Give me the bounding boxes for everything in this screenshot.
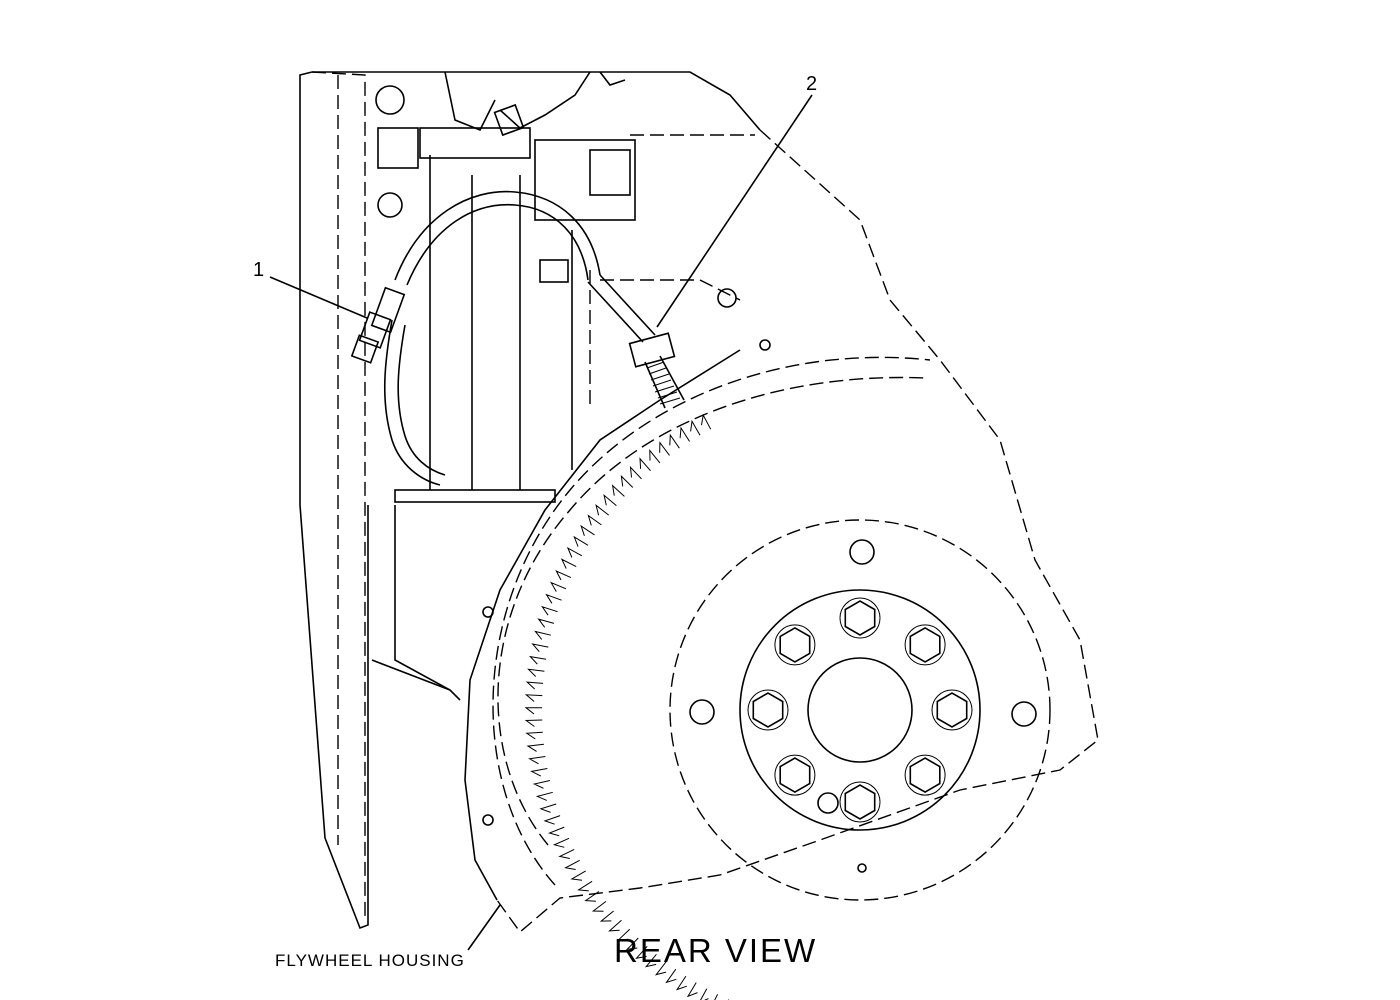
- flywheel-bolt-washer: [931, 689, 973, 731]
- engine-side-panel: [299, 71, 761, 930]
- sensor-cable-harness: [383, 190, 656, 486]
- flywheel-bolts: [747, 597, 973, 823]
- view-title: REAR VIEW: [614, 932, 818, 969]
- callout-label-1: 1: [253, 259, 265, 281]
- flywheel-bolt: [752, 692, 784, 728]
- flywheel-bolt-washer: [774, 754, 816, 796]
- flywheel-bolt: [844, 600, 876, 636]
- flywheel-housing-label: FLYWHEEL HOUSING: [275, 951, 465, 970]
- flywheel-bolt-washer: [904, 754, 946, 796]
- ring-gear-teeth: [524, 413, 730, 1000]
- sensor-item-2: [628, 332, 685, 409]
- flywheel-bolt-washer: [747, 689, 789, 731]
- engine-block: [371, 155, 741, 701]
- flywheel-bolt: [779, 626, 811, 663]
- leader-lines: [269, 94, 813, 951]
- connector-item-1: [350, 286, 406, 364]
- flywheel-bolt: [936, 692, 968, 728]
- flywheel-housing-outline: [464, 129, 1099, 934]
- flywheel-bolt-washer: [774, 624, 816, 666]
- upper-engine-components: [375, 71, 755, 221]
- flywheel-bolt: [909, 757, 941, 794]
- flywheel-bolt: [909, 626, 941, 663]
- flywheel-bolt: [844, 784, 876, 820]
- flywheel-bolt: [779, 757, 811, 794]
- flywheel: [482, 339, 1051, 1000]
- flywheel-bolt-washer: [839, 781, 881, 823]
- flywheel-bolt-washer: [904, 624, 946, 666]
- callout-label-2: 2: [806, 73, 818, 95]
- flywheel-bolt-washer: [839, 597, 881, 639]
- gear-tooth-path: [524, 413, 730, 1000]
